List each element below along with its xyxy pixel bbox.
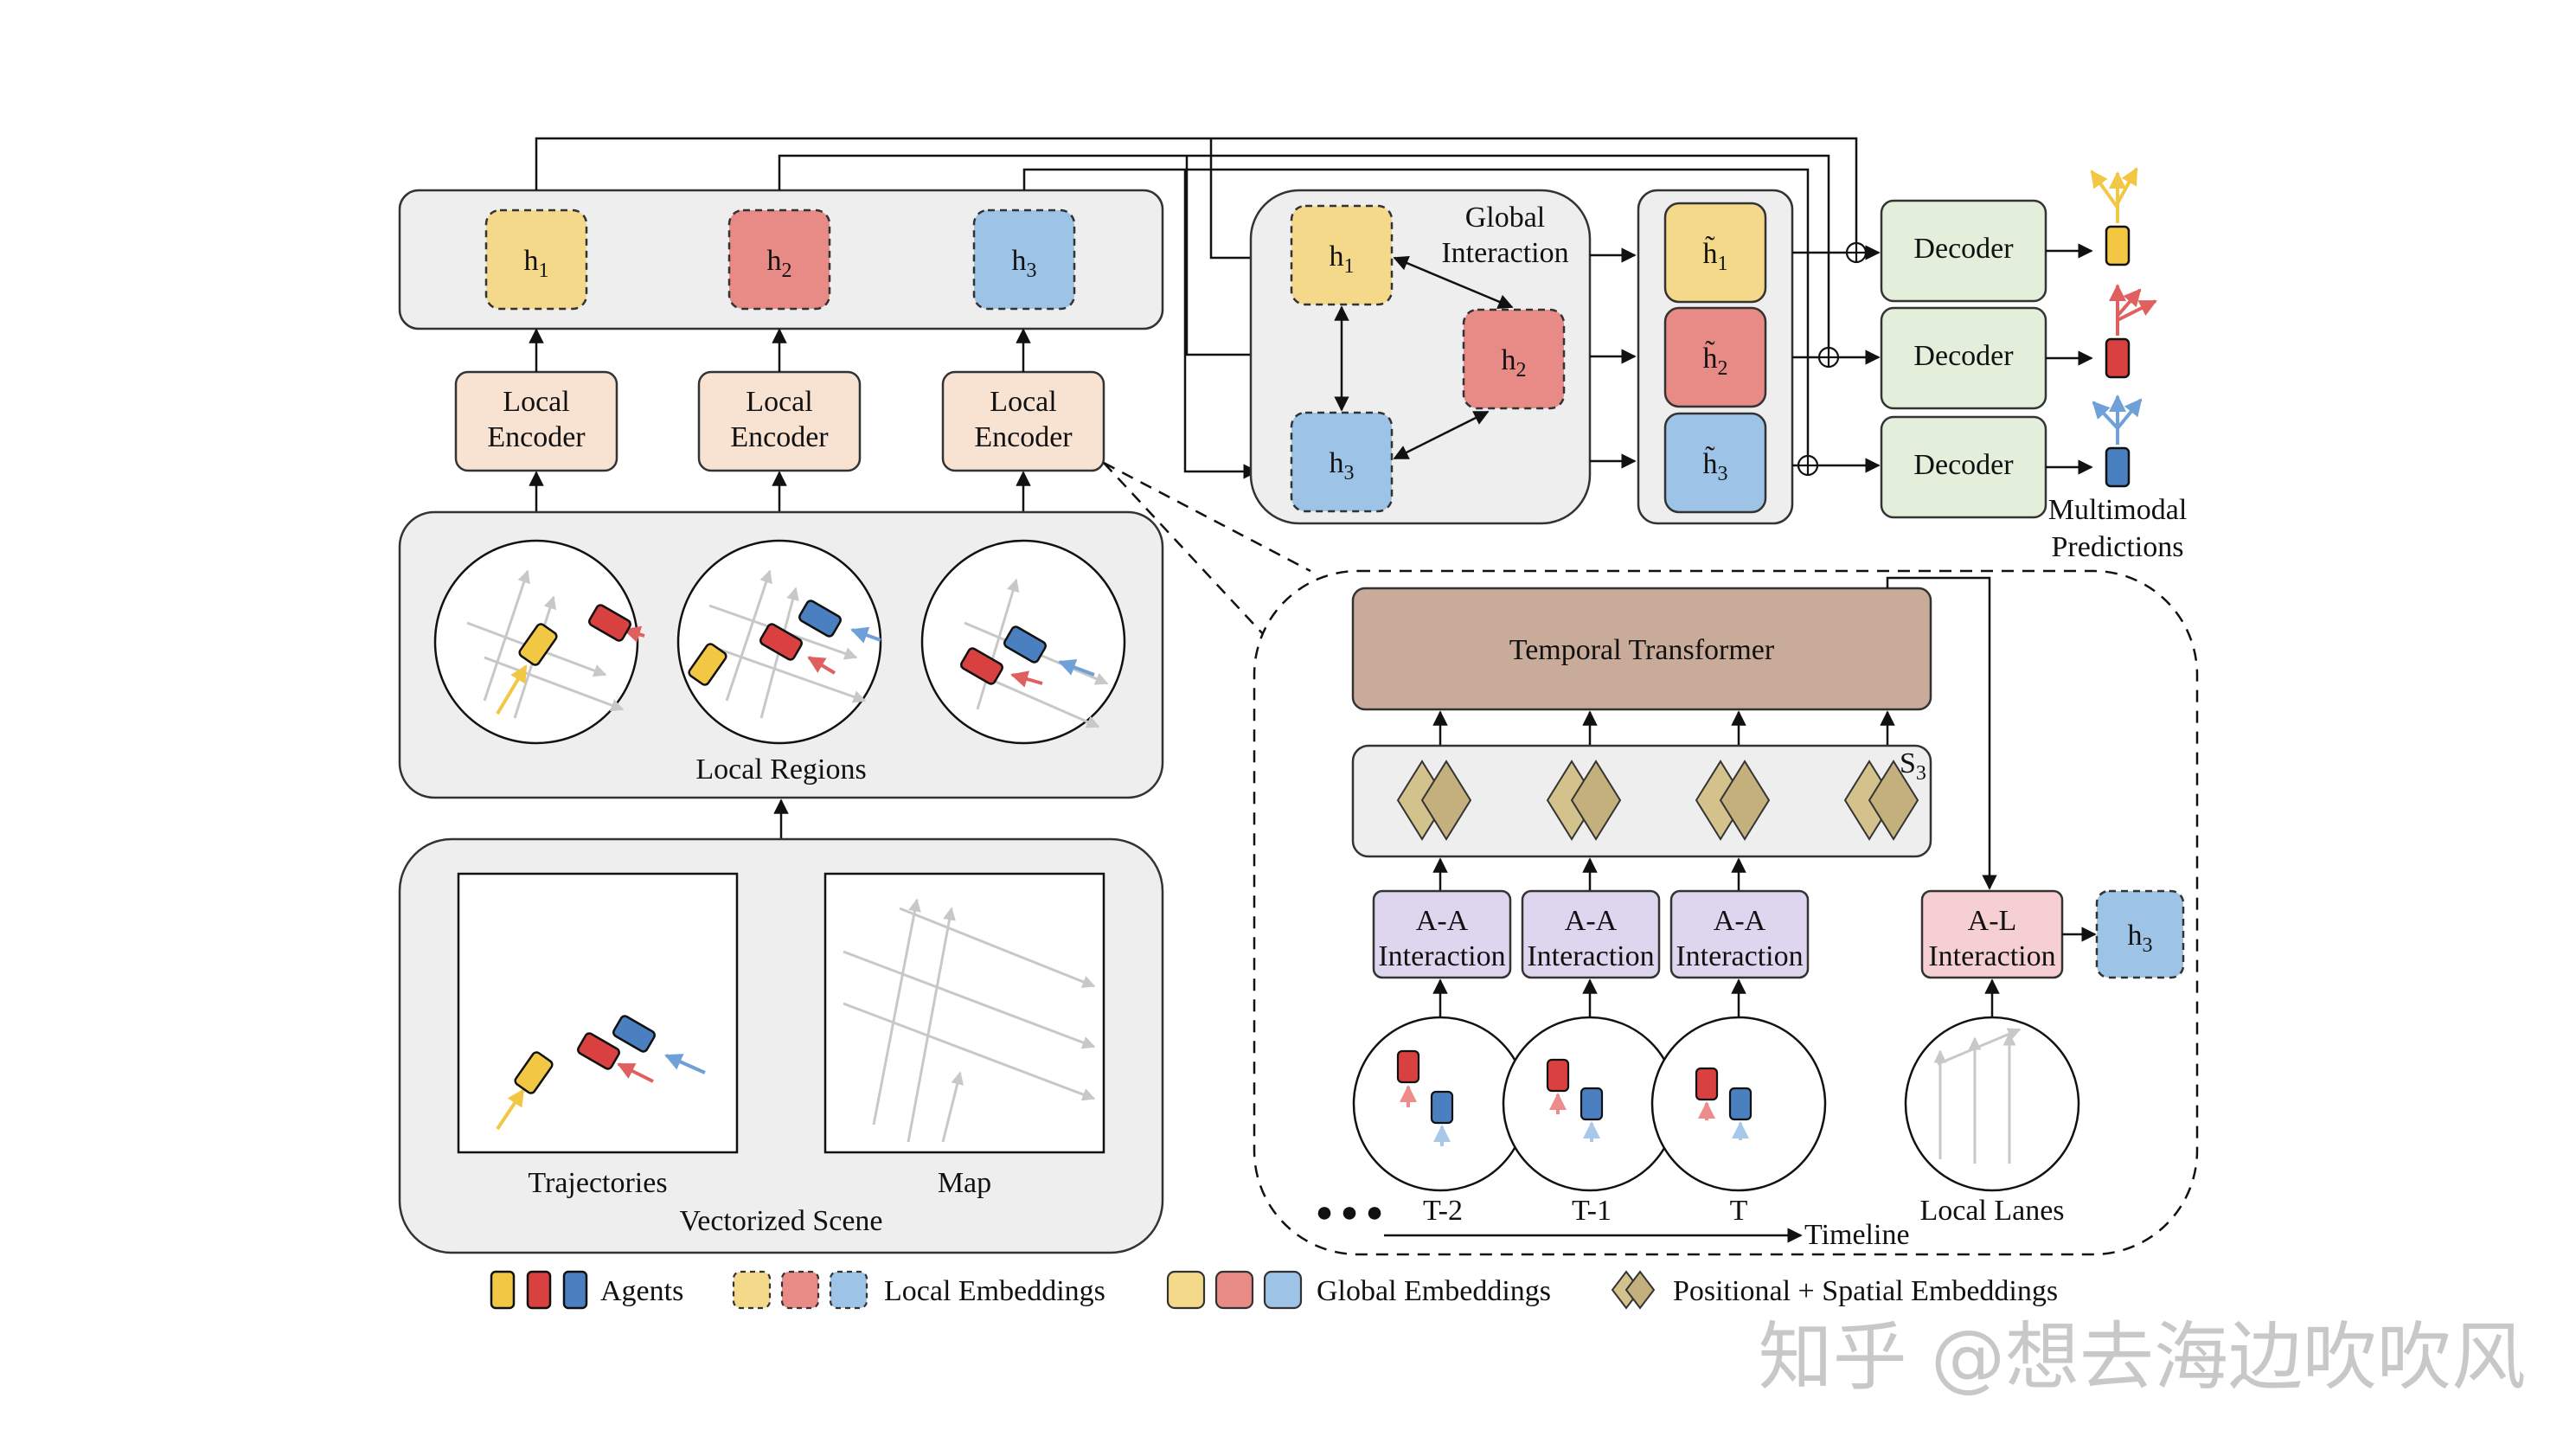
time-label-t: T <box>1730 1195 1748 1227</box>
local-encoder-1: Local Encoder <box>454 370 618 472</box>
svg-text:h3: h3 <box>1012 245 1037 282</box>
gi-node-h3: h3 <box>1290 411 1394 513</box>
legend-positional: Positional + Spatial Embeddings <box>1673 1275 2058 1307</box>
aa-interaction-1: A-A Interaction <box>1372 889 1512 979</box>
prediction-blue <box>2092 394 2143 488</box>
svg-text:h2: h2 <box>1502 344 1527 382</box>
watermark: 知乎 @想去海边吹吹风 <box>1759 1314 2526 1401</box>
svg-text:Interaction: Interaction <box>1378 940 1505 972</box>
timestep-circle-t-2 <box>1352 1016 1528 1192</box>
svg-text:Temporal Transformer: Temporal Transformer <box>1509 634 1775 666</box>
gi-node-h1: h1 <box>1290 204 1394 306</box>
temporal-transformer: Temporal Transformer <box>1351 587 1932 711</box>
gi-node-h2: h2 <box>1462 308 1566 410</box>
svg-text:Encoder: Encoder <box>974 421 1073 453</box>
local-encoder-3: Local Encoder <box>941 370 1105 472</box>
global-interaction-subtitle: Interaction <box>1441 237 1568 269</box>
time-label-t-2: T-2 <box>1423 1195 1463 1227</box>
ellipsis: ● ● ● <box>1316 1196 1384 1228</box>
svg-text:Decoder: Decoder <box>1913 340 2014 372</box>
al-interaction: A-L Interaction <box>1920 889 2064 979</box>
local-embedding-h2: h2 <box>727 208 831 311</box>
legend-diamond-swatch <box>1611 1270 1656 1310</box>
global-interaction-title: Global <box>1465 202 1546 234</box>
decoder-2: Decoder <box>1880 306 2047 410</box>
aa-interaction-3: A-A Interaction <box>1669 889 1810 979</box>
time-label-t-1: T-1 <box>1572 1195 1612 1227</box>
svg-text:h3: h3 <box>2128 920 2153 957</box>
decoder-3: Decoder <box>1880 415 2047 519</box>
output-h3: h3 <box>2095 889 2185 979</box>
local-encoder-2: Local Encoder <box>697 370 862 472</box>
svg-text:Encoder: Encoder <box>730 421 829 453</box>
map-box <box>823 872 1105 1154</box>
diamonds <box>1396 760 1919 841</box>
map-label: Map <box>938 1167 991 1199</box>
timestep-circle-t <box>1650 1016 1827 1192</box>
svg-text:h1: h1 <box>1330 240 1355 278</box>
svg-text:Encoder: Encoder <box>487 421 586 453</box>
svg-text:h1: h1 <box>524 245 549 282</box>
svg-text:h̃3: h̃3 <box>1703 446 1728 485</box>
svg-text:Interaction: Interaction <box>1527 940 1654 972</box>
svg-text:h2: h2 <box>767 245 792 282</box>
decoder-1: Decoder <box>1880 199 2047 303</box>
local-region-1 <box>433 539 645 745</box>
legend-local-swatch <box>732 1270 868 1310</box>
global-embedding-h1: h̃1 <box>1663 202 1767 304</box>
legend-local-embeddings: Local Embeddings <box>884 1275 1105 1307</box>
legend-agents-swatch <box>490 1270 588 1310</box>
local-lanes-label: Local Lanes <box>1919 1195 2064 1227</box>
legend-global-swatch <box>1166 1270 1303 1310</box>
svg-text:h̃1: h̃1 <box>1703 235 1728 275</box>
global-embedding-h3: h̃3 <box>1663 412 1767 514</box>
local-region-3 <box>920 539 1126 745</box>
svg-text:h̃2: h̃2 <box>1703 340 1728 380</box>
global-embedding-h2: h̃2 <box>1663 306 1767 408</box>
svg-text:Local: Local <box>746 386 812 418</box>
svg-text:Decoder: Decoder <box>1913 233 2014 265</box>
svg-text:Local: Local <box>990 386 1056 418</box>
local-embedding-h3: h3 <box>972 208 1076 311</box>
prediction-yellow <box>2090 167 2138 266</box>
svg-text:Interaction: Interaction <box>1928 940 2055 972</box>
multimodal-label-2: Predictions <box>2052 531 2184 563</box>
svg-text:h3: h3 <box>1330 447 1355 484</box>
svg-text:A-L: A-L <box>1968 905 2017 937</box>
legend: Agents Local Embeddings Global Embedding… <box>490 1270 2058 1310</box>
legend-global-embeddings: Global Embeddings <box>1317 1275 1551 1307</box>
local-region-2 <box>676 539 882 745</box>
timeline-label: Timeline <box>1804 1219 1910 1251</box>
concat-symbols <box>1797 241 1868 477</box>
svg-text:Interaction: Interaction <box>1676 940 1803 972</box>
svg-text:A-A: A-A <box>1714 905 1766 937</box>
legend-agents: Agents <box>600 1275 683 1307</box>
svg-text:Local: Local <box>503 386 569 418</box>
s3-label: S3 <box>1900 747 1926 785</box>
vectorized-scene-title: Vectorized Scene <box>679 1205 882 1237</box>
trajectories-label: Trajectories <box>528 1167 667 1199</box>
local-lanes-circle <box>1904 1016 2080 1192</box>
svg-text:A-A: A-A <box>1416 905 1469 937</box>
local-embedding-h1: h1 <box>484 208 588 311</box>
positional-embeddings-panel <box>1351 744 1932 858</box>
svg-text:A-A: A-A <box>1565 905 1618 937</box>
svg-text:Decoder: Decoder <box>1913 449 2014 481</box>
multimodal-label-1: Multimodal <box>2048 494 2188 526</box>
aa-interaction-2: A-A Interaction <box>1521 889 1661 979</box>
local-regions-label: Local Regions <box>695 754 866 786</box>
timestep-circle-t-1 <box>1502 1016 1678 1192</box>
prediction-red <box>2105 284 2157 379</box>
trajectories-box <box>457 872 739 1154</box>
